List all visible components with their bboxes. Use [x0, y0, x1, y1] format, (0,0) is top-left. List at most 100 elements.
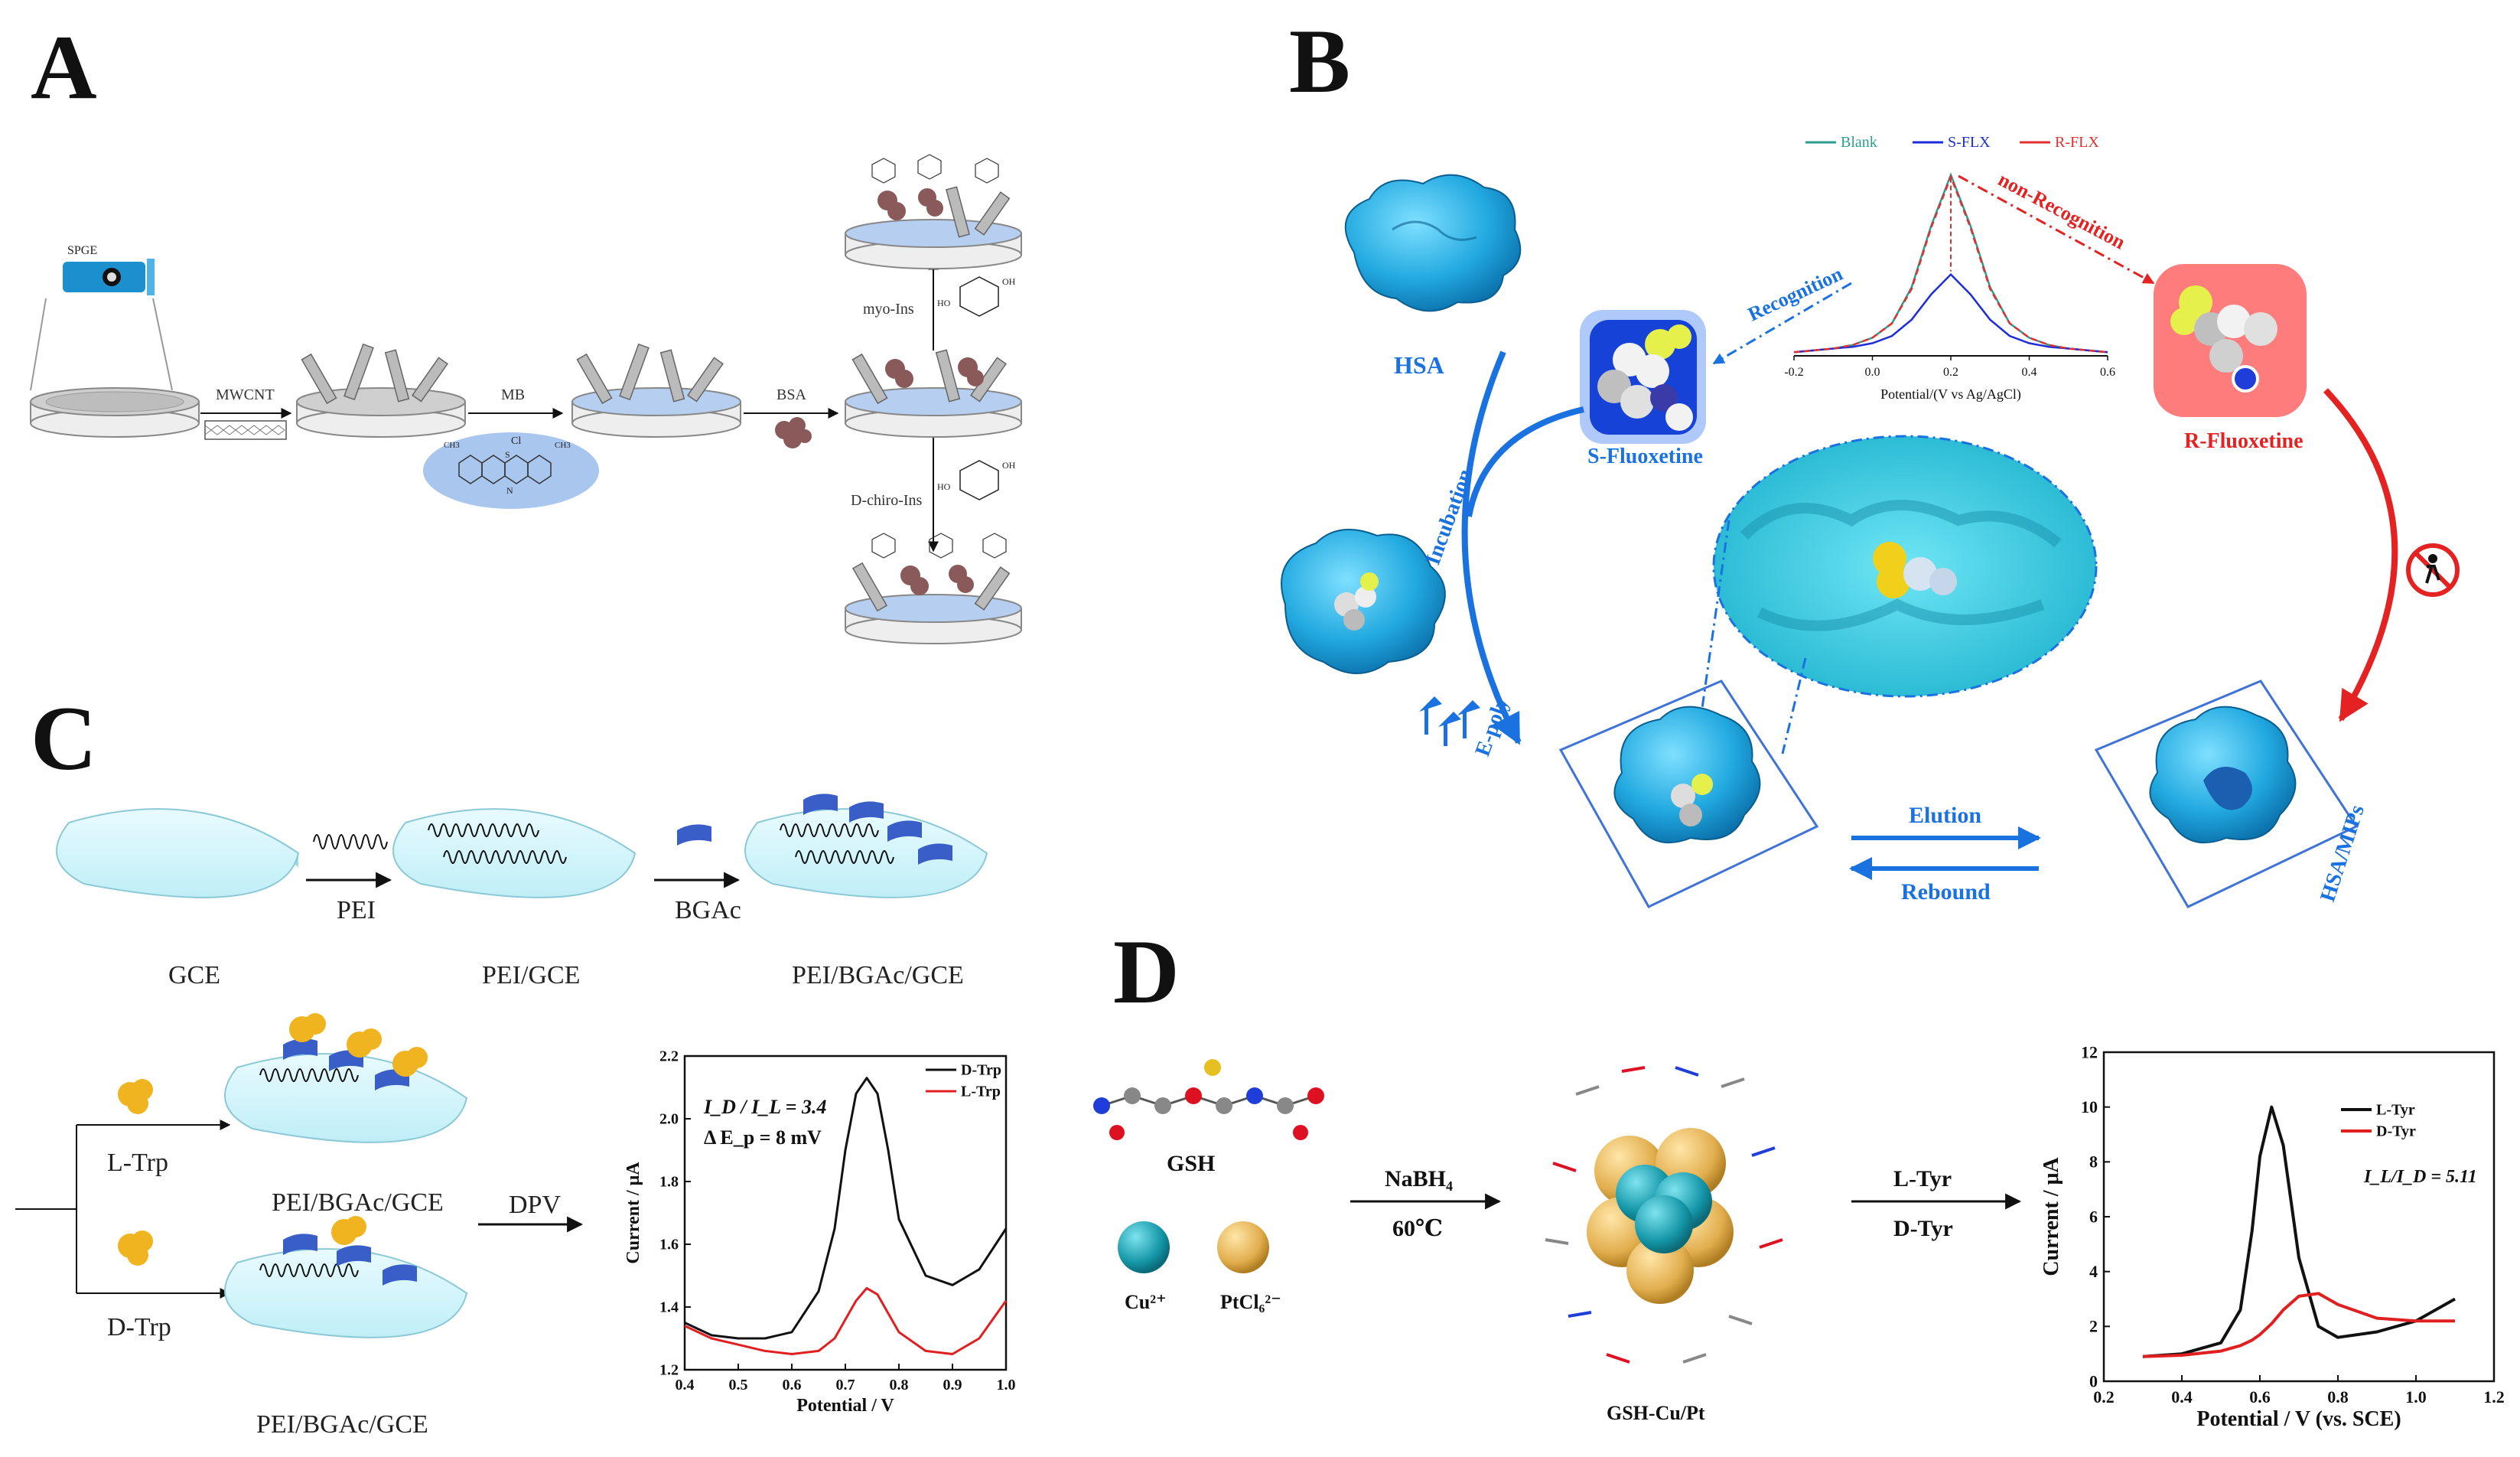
- binding-site-zoom: [1712, 435, 2098, 698]
- myo-inositol-structure: OH HO: [937, 276, 1016, 317]
- pei-bgac-gce-label-top: PEI/BGAc/GCE: [792, 961, 964, 989]
- c-annotation-delta-ep: Δ E_p = 8 mV: [704, 1126, 822, 1149]
- D-dpv-xtick-label: 0.6: [2249, 1387, 2271, 1406]
- step-bsa-label: BSA: [777, 386, 806, 403]
- pei-label: PEI: [337, 896, 376, 924]
- gsh-label: GSH: [1167, 1151, 1215, 1176]
- disc-mwcnt: [296, 343, 466, 438]
- C-dpv-xtick-label: 0.8: [890, 1377, 909, 1393]
- gsh-cu-pt-cluster: GSH-Cu/Pt: [1545, 1066, 1783, 1424]
- D-dpv-ytick-label: 8: [2089, 1152, 2098, 1172]
- disc-bare: [30, 387, 200, 438]
- C-dpv-xtick-label: 1.0: [997, 1377, 1016, 1393]
- C-dpv-ytick-label: 1.2: [659, 1362, 679, 1379]
- gsh-cu-pt-label: GSH-Cu/Pt: [1607, 1402, 1705, 1424]
- C-dpv-legend-label: D-Trp: [961, 1062, 1001, 1079]
- step-mb-label: MB: [501, 386, 525, 403]
- d-annotation-ratio: I_L/I_D = 5.11: [2363, 1167, 2477, 1187]
- hsa-ligand-complex: [1281, 529, 1446, 674]
- incubation-label: Incubation: [1421, 466, 1477, 569]
- temperature-label: 60℃: [1392, 1216, 1443, 1241]
- dchiro-oh-label: OH: [1002, 460, 1016, 471]
- l-trp-bound-electrode: PEI/BGAc/GCE: [224, 1013, 468, 1217]
- C-dpv-ytick-label: 1.8: [659, 1174, 679, 1191]
- mb-cl-label: Cl: [511, 435, 521, 447]
- l-tyr-arrow-label: L-Tyr: [1893, 1166, 1952, 1191]
- panel-c-letter: C: [31, 687, 97, 789]
- b-inset-xlabel: Potential/(V vs Ag/AgCl): [1880, 386, 2021, 403]
- b-inset-legend-label: R-FLX: [2055, 134, 2099, 151]
- b-inset-legend-label: Blank: [1841, 134, 1877, 151]
- elution-label: Elution: [1909, 803, 1981, 828]
- gsh-molecule: GSH: [1093, 1059, 1324, 1176]
- b-inset-xtick-label: -0.2: [1784, 366, 1803, 379]
- C-dpv-series-d-trp-line: [684, 1077, 1008, 1340]
- panel-b-letter: B: [1289, 10, 1350, 112]
- cu-ion: Cu²⁺: [1118, 1221, 1170, 1313]
- D-dpv-ylabel: Current / μA: [2040, 1157, 2063, 1276]
- C-dpv-ytick-label: 2.0: [659, 1111, 679, 1128]
- pei-gce-label: PEI/GCE: [482, 961, 580, 989]
- pei-bgac-gce-label-d: PEI/BGAc/GCE: [256, 1410, 428, 1439]
- d-trp-molecule-icon: [118, 1230, 153, 1266]
- D-dpv-ytick-label: 6: [2089, 1207, 2098, 1226]
- s-fluoxetine-label: S-Fluoxetine: [1587, 445, 1703, 468]
- D-dpv-ytick-label: 10: [2081, 1097, 2098, 1116]
- epoly-label: E-poly: [1470, 694, 1513, 759]
- pei-bgac-gce-label-l: PEI/BGAc/GCE: [272, 1188, 444, 1217]
- step-mwcnt-label: MWCNT: [216, 386, 275, 403]
- disc-myo-ins: [845, 154, 1022, 269]
- b-inset-xtick-label: 0.4: [2022, 366, 2037, 379]
- ptcl-ion: PtCl₆²⁻: [1217, 1221, 1281, 1313]
- b-inset-xtick-label: 0.6: [2100, 366, 2115, 379]
- methylene-blue-structure: Cl S N CH3 CH3: [423, 432, 599, 509]
- c-annotation-ratio: I_D / I_L = 3.4: [703, 1096, 826, 1118]
- bgac-label: BGAc: [675, 896, 741, 924]
- non-recognition-label: non-Recognition: [1994, 168, 2129, 254]
- monomer-icon: [1419, 696, 1480, 746]
- D-dpv-legend-label: L-Tyr: [2376, 1102, 2415, 1119]
- D-dpv-series-l-tyr-line: [2142, 1105, 2456, 1358]
- D-dpv-ytick-label: 0: [2089, 1371, 2098, 1390]
- pei-bgac-gce-electrode: PEI/BGAc/GCE: [744, 794, 988, 989]
- rebound-label: Rebound: [1901, 879, 1991, 905]
- disc-d-chiro-ins: [845, 533, 1022, 644]
- C-dpv-legend-label: L-Trp: [961, 1084, 1001, 1100]
- mwcnt-tube-icon: [204, 420, 287, 440]
- mip-hsa-right: HSA/MIPs: [2094, 680, 2369, 908]
- spge-label: SPGE: [67, 244, 97, 257]
- dchiro-ho-label: HO: [937, 481, 951, 492]
- d-trp-label: D-Trp: [107, 1313, 171, 1341]
- panel-d: D GSH Cu²⁺ PtCl₆²⁻ NaBH₄ 60℃: [1093, 921, 2505, 1431]
- C-dpv-ytick-label: 2.2: [659, 1048, 679, 1065]
- gce-electrode: GCE: [56, 808, 300, 989]
- r-fluoxetine-label: R-Fluoxetine: [2184, 429, 2303, 453]
- branch-d-chiro-ins-label: D-chiro-Ins: [851, 492, 923, 509]
- C-dpv-ytick-label: 1.6: [659, 1237, 679, 1253]
- D-dpv-legend-label: D-Tyr: [2376, 1123, 2416, 1140]
- C-dpv-series-l-trp-line: [684, 1286, 1008, 1355]
- D-dpv-xtick-label: 1.0: [2405, 1387, 2427, 1406]
- panel-a-letter: A: [31, 16, 97, 118]
- mb-ch3-label-right: CH3: [555, 441, 571, 450]
- r-fluoxetine-molecule: R-Fluoxetine: [2154, 264, 2307, 453]
- b-inset-xtick-label: 0.0: [1865, 366, 1880, 379]
- disc-mb: [571, 343, 741, 438]
- no-entry-icon: [2406, 543, 2460, 597]
- d-chiro-inositol-structure: OH HO: [937, 460, 1016, 500]
- d-trp-bound-electrode: PEI/BGAc/GCE: [224, 1216, 468, 1439]
- disc-bsa: [845, 349, 1022, 438]
- C-dpv-xtick-label: 0.5: [729, 1377, 748, 1393]
- panel-d-letter: D: [1113, 921, 1180, 1022]
- D-dpv-xlabel: Potential / V (vs. SCE): [2196, 1407, 2401, 1431]
- hsa-mips-label: HSA/MIPs: [2316, 802, 2369, 905]
- spge-electrode: SPGE: [30, 244, 173, 391]
- C-dpv-xtick-label: 0.9: [943, 1377, 962, 1393]
- dpv-label: DPV: [509, 1191, 561, 1219]
- D-dpv-ytick-label: 4: [2089, 1262, 2098, 1281]
- nabh4-label: NaBH₄: [1385, 1166, 1453, 1191]
- pei-spring-icon: [313, 834, 388, 849]
